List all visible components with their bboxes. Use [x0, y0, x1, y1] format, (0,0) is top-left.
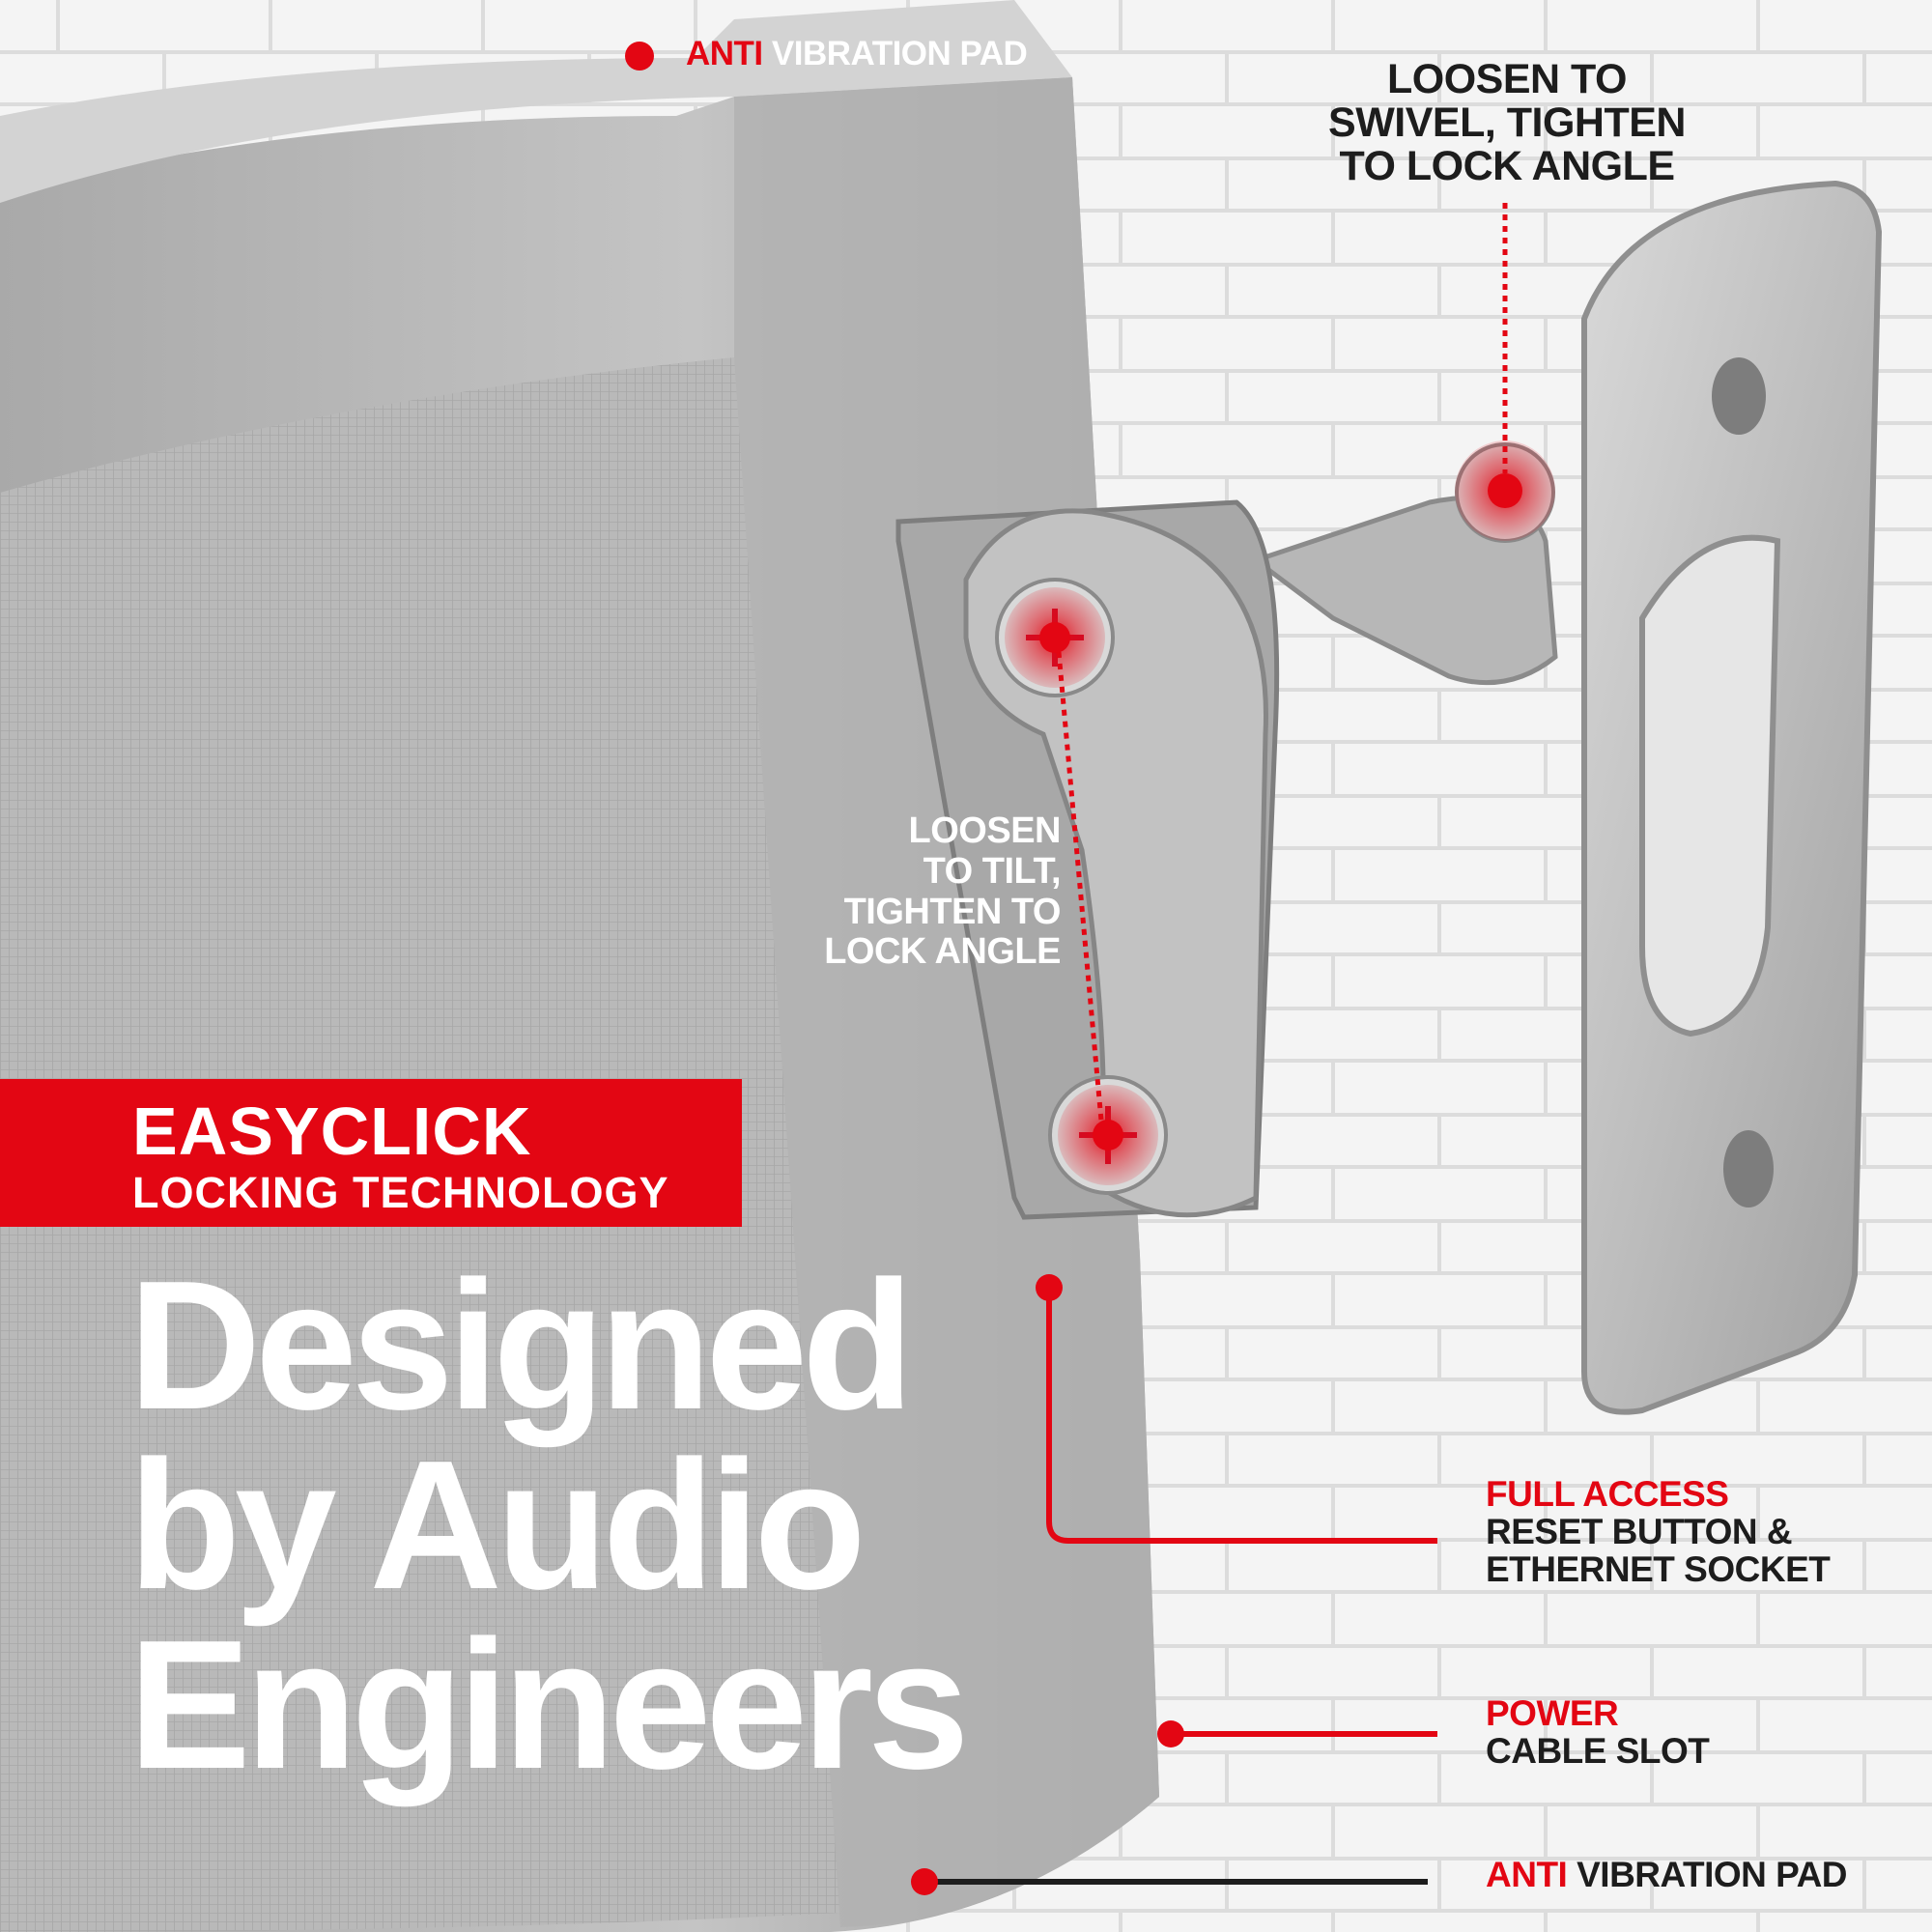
- tilt-callout: LOOSEN TO TILT, TIGHTEN TO LOCK ANGLE: [753, 810, 1062, 973]
- tilt-line-2: TO TILT,: [923, 850, 1062, 892]
- full-access-dot: [1036, 1274, 1063, 1301]
- tilt-line-1: LOOSEN: [908, 810, 1062, 851]
- bottom-anti-vibration-label: ANTI VIBRATION PAD: [1486, 1855, 1848, 1894]
- power-callout: POWER CABLE SLOT: [1486, 1693, 1710, 1771]
- power-text: CABLE SLOT: [1486, 1730, 1710, 1771]
- swivel-line-2: SWIVEL, TIGHTEN: [1328, 99, 1686, 147]
- bottom-pad-accent: ANTI: [1486, 1855, 1568, 1894]
- tilt-top-marker-dot: [1039, 622, 1070, 653]
- plate-slot: [1639, 534, 1781, 1037]
- swivel-marker-dot: [1488, 473, 1522, 508]
- swivel-line-1: LOOSEN TO: [1387, 56, 1627, 102]
- tilt-line-3: TIGHTEN TO: [843, 891, 1062, 932]
- top-pad-dot: [625, 42, 654, 71]
- plate-screw-hole-top: [1712, 357, 1766, 435]
- easyclick-title: EASYCLICK: [132, 1094, 532, 1169]
- top-pad-text: VIBRATION PAD: [771, 35, 1028, 72]
- headline: Designed by Audio Engineers: [128, 1243, 970, 1808]
- full-access-accent: FULL ACCESS: [1486, 1474, 1729, 1514]
- plate-screw-hole-bottom: [1723, 1130, 1774, 1208]
- headline-line-2: by Audio: [128, 1423, 867, 1629]
- power-dot: [1157, 1720, 1184, 1747]
- full-access-line-2: ETHERNET SOCKET: [1486, 1548, 1831, 1589]
- headline-line-3: Engineers: [128, 1603, 970, 1808]
- full-access-callout: FULL ACCESS RESET BUTTON & ETHERNET SOCK…: [1486, 1474, 1831, 1589]
- tilt-bottom-marker-dot: [1093, 1120, 1123, 1151]
- top-pad-accent: ANTI: [686, 35, 763, 72]
- tilt-leader-line: [1056, 651, 1104, 1122]
- swivel-line-3: TO LOCK ANGLE: [1339, 143, 1675, 190]
- speaker-top-rim: [0, 0, 1072, 203]
- power-accent: POWER: [1486, 1693, 1619, 1733]
- bottom-pad-dot: [911, 1868, 938, 1895]
- swivel-callout: LOOSEN TO SWIVEL, TIGHTEN TO LOCK ANGLE: [1294, 56, 1719, 190]
- top-anti-vibration-label: ANTI VIBRATION PAD: [686, 35, 1028, 72]
- full-access-leader-line: [1046, 1288, 1437, 1544]
- easyclick-subtitle: LOCKING TECHNOLOGY: [132, 1168, 669, 1217]
- bottom-pad-text: VIBRATION PAD: [1567, 1855, 1848, 1894]
- headline-line-1: Designed: [128, 1243, 914, 1448]
- easyclick-banner: EASYCLICK LOCKING TECHNOLOGY: [0, 1079, 742, 1227]
- full-access-line-1: RESET BUTTON &: [1486, 1511, 1793, 1551]
- tilt-line-4: LOCK ANGLE: [824, 931, 1061, 973]
